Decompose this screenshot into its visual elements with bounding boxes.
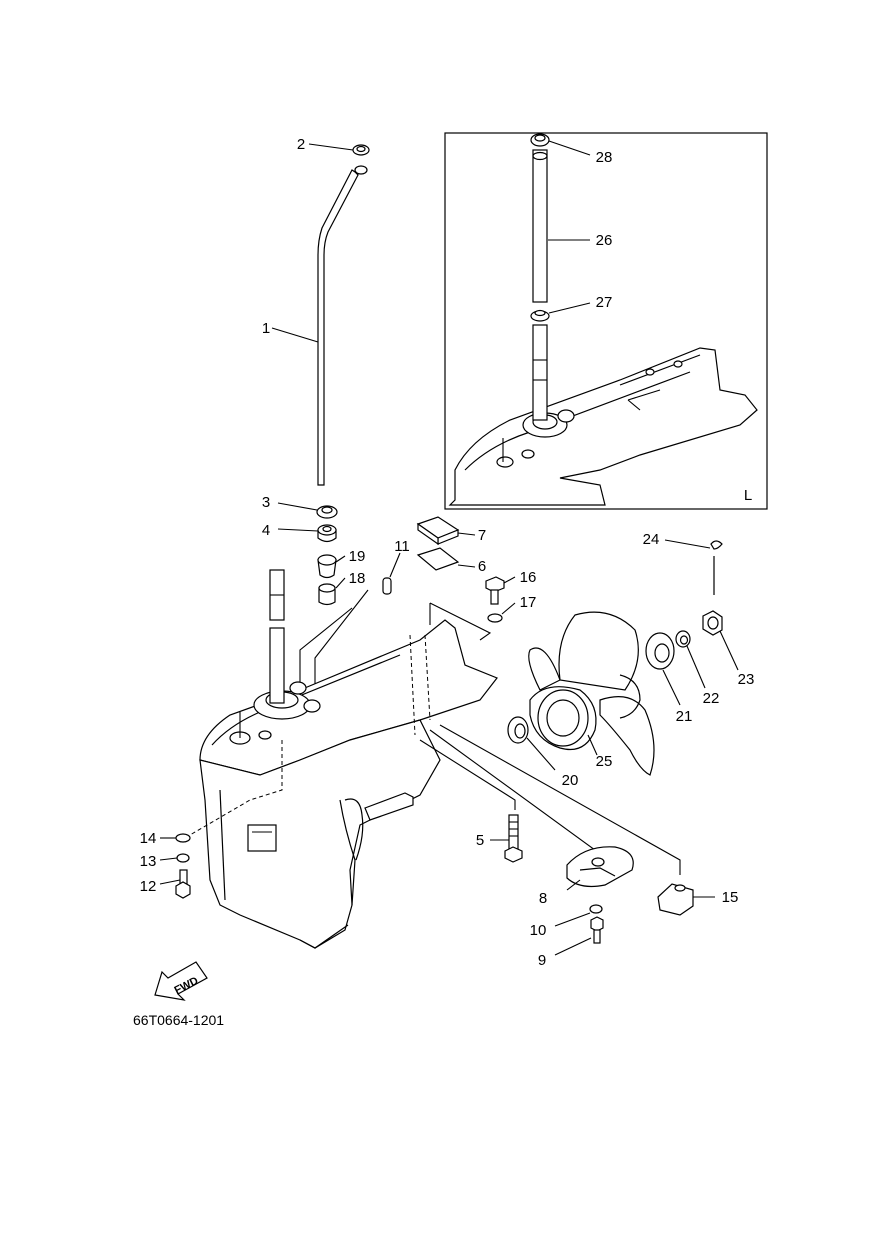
callout-12: 12 (140, 878, 157, 895)
callout-16: 16 (520, 569, 537, 586)
callout-10: 10 (530, 922, 547, 939)
callout-28: 28 (596, 149, 613, 166)
propeller (528, 611, 655, 776)
lower-unit-housing (189, 569, 498, 949)
callout-18: 18 (349, 570, 366, 587)
trim-tab-anode (419, 724, 715, 956)
callout-6: 6 (478, 558, 486, 575)
callout-24: 24 (643, 531, 660, 548)
callout-9: 9 (538, 952, 546, 969)
callout-labels: 2 1 3 4 19 18 11 7 6 16 17 24 23 22 21 2… (140, 136, 755, 969)
small-parts-upper (382, 516, 516, 623)
callout-7: 7 (478, 527, 486, 544)
callout-11: 11 (394, 538, 410, 555)
callout-14: 14 (140, 830, 157, 847)
inset-panel: L (444, 132, 768, 510)
callout-27: 27 (596, 294, 613, 311)
water-tube-assembly (271, 143, 370, 486)
fwd-arrow-icon: FWD (154, 961, 208, 1001)
callout-4: 4 (262, 522, 270, 539)
grommet-parts (277, 502, 369, 690)
callout-25: 25 (596, 753, 613, 770)
diagram-code: 66T0664-1201 (133, 1012, 224, 1028)
bolts-left (159, 833, 191, 899)
callout-13: 13 (140, 853, 157, 870)
callout-15: 15 (722, 889, 739, 906)
callout-8: 8 (539, 890, 547, 907)
callout-22: 22 (703, 690, 720, 707)
callout-21: 21 (676, 708, 693, 725)
inset-tag: L (744, 487, 752, 504)
callout-3: 3 (262, 494, 270, 511)
callout-5: 5 (476, 832, 484, 849)
propeller-hardware (507, 539, 739, 771)
callout-2: 2 (297, 136, 305, 153)
callout-26: 26 (596, 232, 613, 249)
bolt-5 (490, 814, 523, 863)
callout-20: 20 (562, 772, 579, 789)
callout-19: 19 (349, 548, 366, 565)
callout-1: 1 (262, 320, 270, 337)
callout-23: 23 (738, 671, 755, 688)
callout-17: 17 (520, 594, 537, 611)
